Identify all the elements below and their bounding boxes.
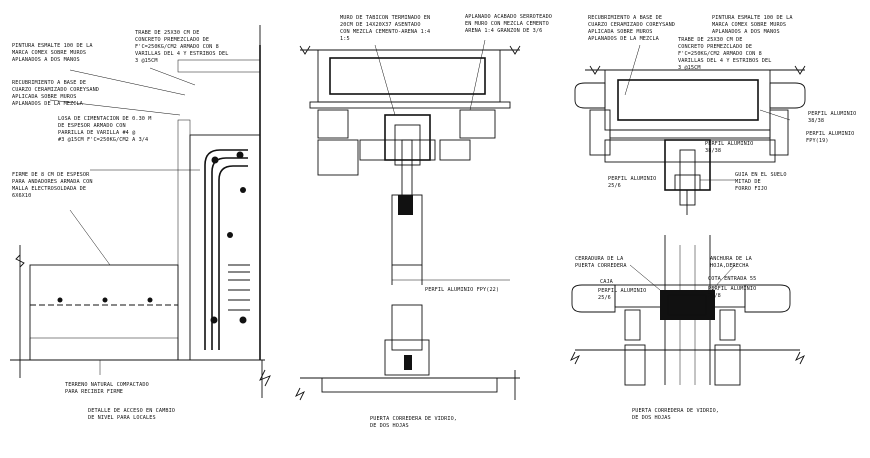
left-note-trabe: TRABE DE 25X30 CM DE CONCRETO PREMEZCLAD… [135,30,232,64]
right-note-pintura: PINTURA ESMALTE 100 DE LA MARCA COMEX SO… [712,15,796,35]
left-note-pintura: PINTURA ESMALTE 100 DE LA MARCA COMEX SO… [12,43,96,63]
middle-note-perfil: PERFIL ALUMINIO FPY(22) [425,287,499,293]
right-detail [569,44,806,386]
right-note-perfil-25: PERFIL ALUMINIO 25/6 [608,176,660,189]
middle-note-aplanado: APLANADO ACABADO SERROTEADO EN MURO CON … [465,14,555,34]
right-note-recubrimiento: RECUBRIMIENTO A BASE DE CUARZO CERAMIZAD… [588,15,678,42]
left-note-losa: LOSA DE CIMENTACION DE 0.30 M DE ESPESOR… [58,116,155,143]
right-right-cornice [769,82,806,109]
left-brick-band [177,59,261,73]
left-rebar-cage [204,149,250,350]
right-caption: PUERTA CORREDERA DE VIDRIO, DE DOS HOJAS [632,408,722,421]
right-note-perfil-top: PERFIL ALUMINIO 38/38 [705,141,757,154]
left-caption: DETALLE DE ACCESO EN CAMBIO DE NIVEL PAR… [88,408,178,421]
right-note-caja: CAJA [600,279,614,285]
middle-caption: PUERTA CORREDERA DE VIDRIO, DE DOS HOJAS [370,416,460,429]
right-note-perfil-fpy: PERFIL ALUMINIO FPY(19) [806,131,858,144]
right-note-cerradura: CERRADURA DE LA PUERTA CORREDERA [575,256,627,269]
right-note-trabe: TRABE DE 25X30 CM DE CONCRETO PREMEZCLAD… [678,37,775,71]
left-note-firme: FIRME DE 8 CM DE ESPESOR PARA ANDADORES … [12,172,96,199]
right-door-track [664,139,711,191]
right-note-perfil-25c: PERFIL ALUMINIO 25/8 [708,286,760,299]
left-detail [10,25,271,398]
right-note-perfil-38: PERFIL ALUMINIO 38/38 [808,111,860,124]
left-note-recubrimiento: RECUBRIMIENTO A BASE DE CUARZO CERAMIZAD… [12,80,102,107]
right-lower-left-profile [571,284,616,313]
text-layer: PINTURA ESMALTE 100 DE LA MARCA COMEX SO… [12,14,860,429]
right-note-cota: COTA ENTRADA 55 [708,276,756,282]
right-note-guia: GUIA EN EL SUELO MITAD DE FORRO FIJO [735,172,790,192]
middle-note-muro: MURO DE TABICON TERMINADO EN 20CM DE 14X… [340,15,433,42]
middle-door-leaf-bottom [391,304,423,351]
middle-floor-slab [321,377,498,393]
middle-detail [294,39,521,401]
right-note-perfil-25b: PERFIL ALUMINIO 25/6 [598,288,650,301]
left-concrete-block [189,134,261,361]
right-left-cornice [574,82,606,109]
right-lower-right-profile [744,284,791,313]
right-note-anchura: ANCHURA DE LA HOJA,DERECHA [710,256,755,269]
middle-door-track [384,114,431,161]
left-note-terreno: TERRENO NATURAL COMPACTADO PARA RECIBIR … [65,382,152,395]
left-slab-firme [29,264,179,361]
left-wall-column [177,119,191,361]
